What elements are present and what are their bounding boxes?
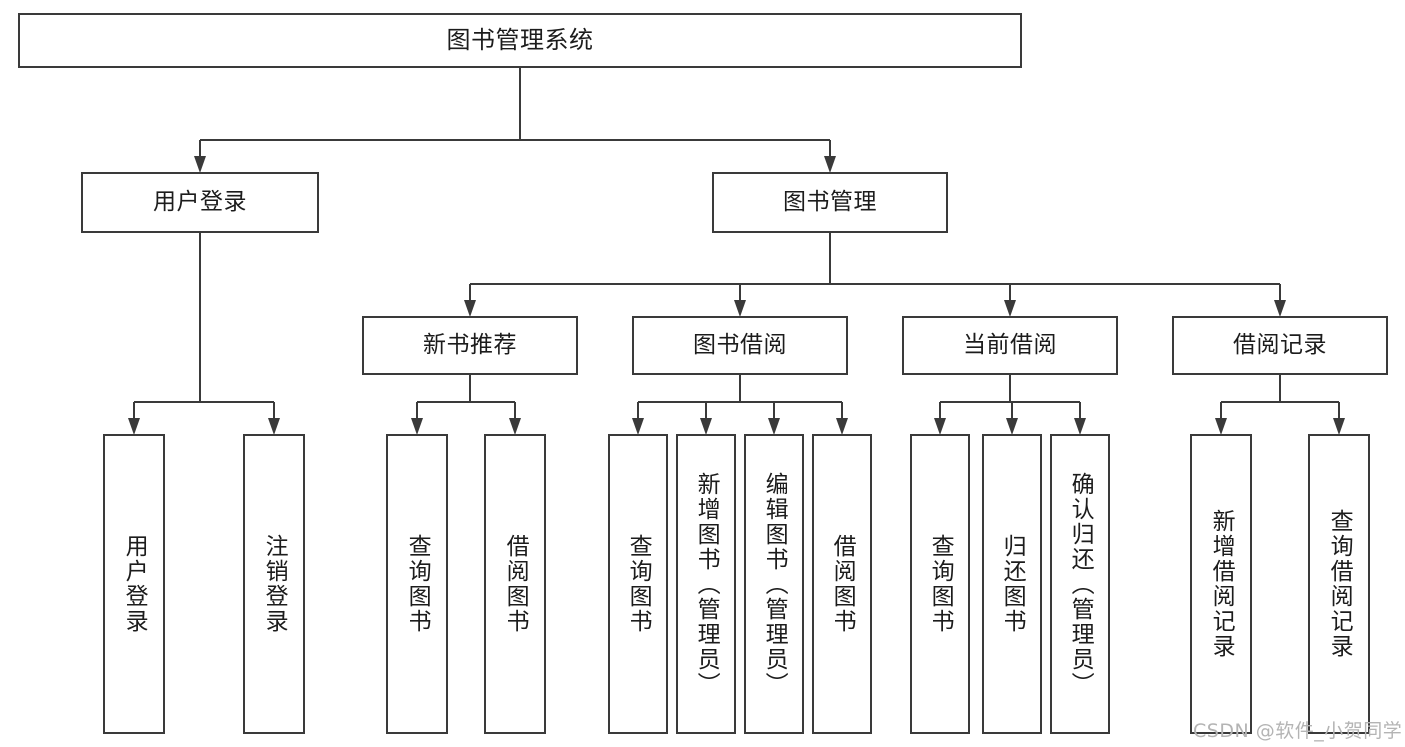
node-label: 借阅图书	[502, 534, 529, 634]
node-label: 借阅图书	[829, 534, 856, 634]
node-label: 图书借阅	[693, 331, 787, 358]
node-root-library-system[interactable]: 图书管理系统	[18, 13, 1022, 68]
node-borrow-record[interactable]: 借阅记录	[1172, 316, 1388, 375]
leaf-current-query-book[interactable]: 查询图书	[910, 434, 970, 734]
leaf-new-borrow-book[interactable]: 借阅图书	[484, 434, 546, 734]
node-current-borrow[interactable]: 当前借阅	[902, 316, 1118, 375]
node-book-management[interactable]: 图书管理	[712, 172, 948, 233]
node-label: 用户登录	[153, 188, 247, 215]
node-new-book-recommend[interactable]: 新书推荐	[362, 316, 578, 375]
node-label: 查询图书	[625, 534, 652, 634]
leaf-borrow-borrow-book[interactable]: 借阅图书	[812, 434, 872, 734]
node-label: 查询借阅记录	[1326, 509, 1353, 659]
node-label: 查询图书	[404, 534, 431, 634]
leaf-record-query[interactable]: 查询借阅记录	[1308, 434, 1370, 734]
node-user-login[interactable]: 用户登录	[81, 172, 319, 233]
leaf-new-query-book[interactable]: 查询图书	[386, 434, 448, 734]
node-label: 新增借阅记录	[1208, 509, 1235, 659]
leaf-record-add[interactable]: 新增借阅记录	[1190, 434, 1252, 734]
node-label: 借阅记录	[1233, 331, 1327, 358]
leaf-borrow-edit-book-admin[interactable]: 编辑图书（管理员）	[744, 434, 804, 734]
node-label: 查询图书	[927, 534, 954, 634]
node-label: 当前借阅	[963, 331, 1057, 358]
node-label: 新书推荐	[423, 331, 517, 358]
node-label: 图书管理系统	[446, 26, 594, 55]
node-label: 编辑图书（管理员）	[761, 471, 788, 697]
node-label: 确认归还（管理员）	[1067, 471, 1094, 697]
csdn-watermark: CSDN @软件_小贺同学	[1193, 720, 1403, 742]
node-label: 归还图书	[999, 534, 1026, 634]
node-label: 图书管理	[783, 188, 877, 215]
leaf-borrow-add-book-admin[interactable]: 新增图书（管理员）	[676, 434, 736, 734]
leaf-borrow-query-book[interactable]: 查询图书	[608, 434, 668, 734]
node-label: 注销登录	[261, 534, 288, 634]
leaf-current-confirm-return-admin[interactable]: 确认归还（管理员）	[1050, 434, 1110, 734]
leaf-user-logout[interactable]: 注销登录	[243, 434, 305, 734]
node-label: 用户登录	[121, 534, 148, 634]
node-label: 新增图书（管理员）	[693, 471, 720, 697]
leaf-user-login[interactable]: 用户登录	[103, 434, 165, 734]
leaf-current-return-book[interactable]: 归还图书	[982, 434, 1042, 734]
node-book-borrow[interactable]: 图书借阅	[632, 316, 848, 375]
